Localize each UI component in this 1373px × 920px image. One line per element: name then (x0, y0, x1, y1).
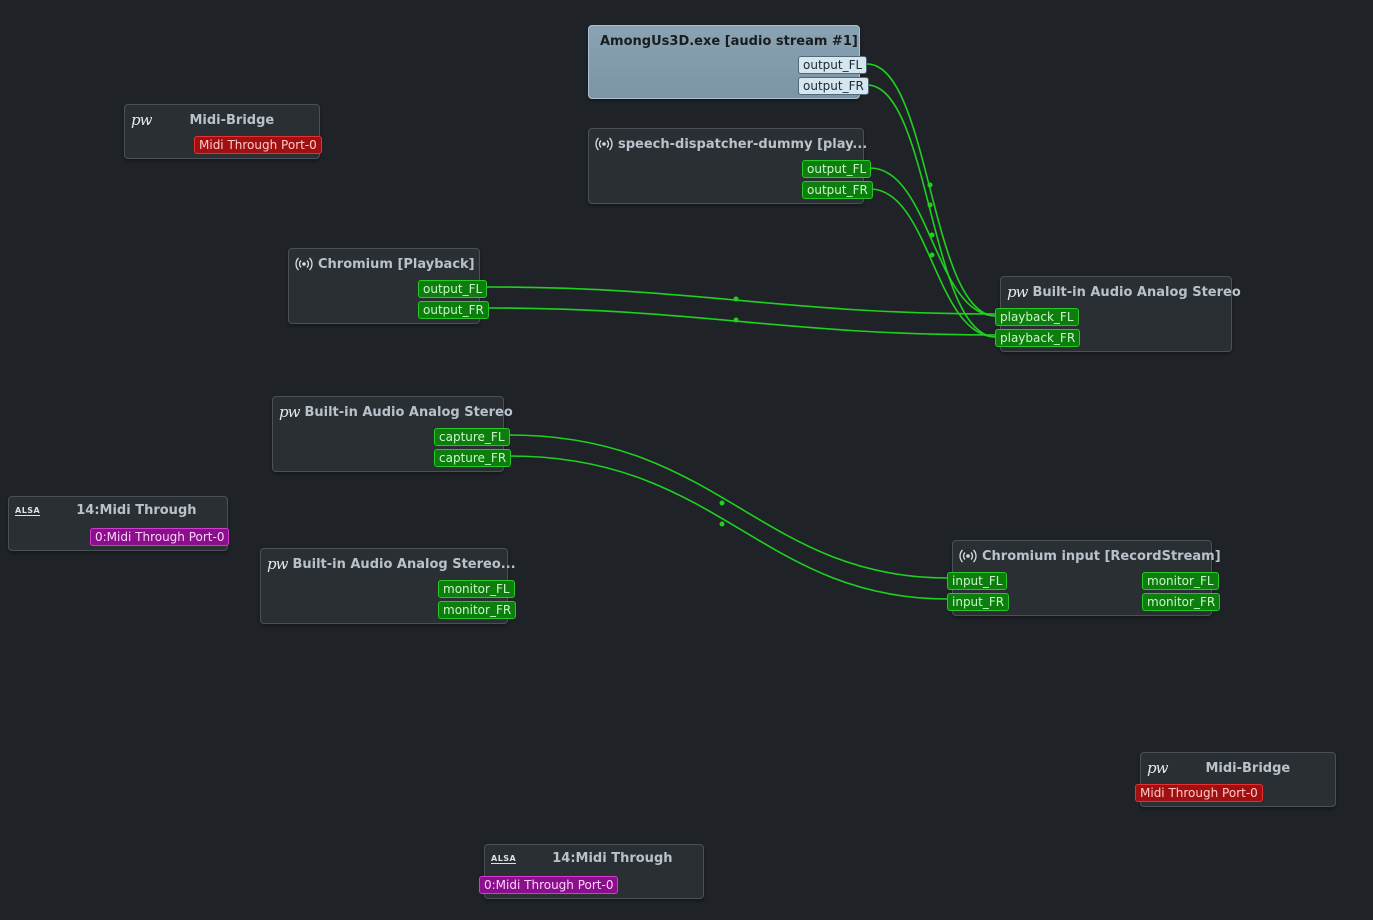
stream-icon (295, 257, 313, 271)
wire-speech-fr[interactable] (869, 188, 997, 338)
port-output-fl[interactable]: output_FL (418, 280, 488, 298)
wire-among-us-fl[interactable] (866, 63, 997, 317)
node-header: pw Midi-Bridge (1147, 759, 1329, 777)
node-title: Chromium input [RecordStream] (982, 548, 1221, 564)
node-builtin-audio-source[interactable]: pw Built-in Audio Analog Stereo capture_… (272, 396, 513, 472)
port-monitor-fr[interactable]: monitor_FR (1142, 593, 1221, 611)
node-title: speech-dispatcher-dummy [play... (618, 136, 868, 152)
node-alsa-midi-through[interactable]: ALSA 14:Midi Through 0:Midi Through Port… (479, 844, 704, 899)
node-title: AmongUs3D.exe [audio stream #1] (600, 33, 858, 49)
alsa-icon: ALSA (491, 853, 517, 864)
node-builtin-audio-sink[interactable]: pw Built-in Audio Analog Stereo playback… (995, 276, 1241, 352)
pipewire-icon: pw (131, 111, 152, 129)
node-alsa-midi-through[interactable]: ALSA 14:Midi Through 0:Midi Through Port… (8, 496, 230, 551)
node-title: Midi-Bridge (1205, 760, 1291, 776)
node-header: pw Built-in Audio Analog Stereo... (267, 555, 516, 573)
node-header: pw Built-in Audio Analog Stereo (1007, 283, 1241, 301)
port-output-fl[interactable]: output_FL (802, 160, 872, 178)
port-output-fl[interactable]: output_FL (798, 56, 868, 74)
port-capture-fl[interactable]: capture_FL (434, 428, 510, 446)
node-header: ALSA 14:Midi Through (491, 851, 697, 866)
node-header: speech-dispatcher-dummy [play... (595, 135, 867, 153)
port-monitor-fl[interactable]: monitor_FL (438, 580, 515, 598)
pipewire-icon: pw (1147, 759, 1168, 777)
port-monitor-fr[interactable]: monitor_FR (438, 601, 517, 619)
node-header: Chromium input [RecordStream] (959, 547, 1221, 565)
node-header: ALSA 14:Midi Through (15, 503, 221, 518)
node-header: pw Built-in Audio Analog Stereo (279, 403, 513, 421)
node-title: 14:Midi Through (76, 503, 197, 518)
node-title: Built-in Audio Analog Stereo (1032, 284, 1241, 300)
pipewire-icon: pw (1007, 283, 1028, 301)
node-title: Chromium [Playback] (318, 256, 475, 272)
wire-capture-fl[interactable] (509, 434, 949, 579)
port-midi-through[interactable]: 0:Midi Through Port-0 (90, 528, 230, 546)
pipewire-icon: pw (267, 555, 288, 573)
wire-chromium-fl[interactable] (485, 286, 997, 315)
pipewire-icon: pw (279, 403, 300, 421)
stream-icon (959, 549, 977, 563)
port-input-fr[interactable]: input_FR (947, 593, 1010, 611)
node-title: Built-in Audio Analog Stereo... (292, 556, 516, 572)
node-amongus3d[interactable]: AmongUs3D.exe [audio stream #1] output_F… (588, 25, 869, 99)
port-input-fl[interactable]: input_FL (947, 572, 1008, 590)
port-output-fr[interactable]: output_FR (802, 181, 873, 199)
wire-speech-fl[interactable] (869, 167, 997, 317)
node-chromium-playback[interactable]: Chromium [Playback] output_FL output_FR (288, 248, 489, 324)
node-builtin-audio-monitor[interactable]: pw Built-in Audio Analog Stereo... monit… (260, 548, 517, 624)
alsa-icon: ALSA (15, 505, 41, 516)
node-chromium-input[interactable]: Chromium input [RecordStream] input_FL i… (947, 540, 1221, 616)
node-title: 14:Midi Through (552, 851, 673, 866)
node-title: Built-in Audio Analog Stereo (304, 404, 513, 420)
port-monitor-fl[interactable]: monitor_FL (1142, 572, 1219, 590)
node-header: pw Midi-Bridge (131, 111, 313, 129)
port-capture-fr[interactable]: capture_FR (434, 449, 512, 467)
port-midi-through[interactable]: Midi Through Port-0 (1135, 784, 1263, 802)
port-midi-through[interactable]: Midi Through Port-0 (194, 136, 322, 154)
wire-chromium-fr[interactable] (485, 307, 997, 336)
node-midi-bridge[interactable]: pw Midi-Bridge Midi Through Port-0 (124, 104, 322, 159)
port-playback-fl[interactable]: playback_FL (995, 308, 1079, 326)
node-header: AmongUs3D.exe [audio stream #1] (595, 32, 858, 50)
node-speech-dispatcher[interactable]: speech-dispatcher-dummy [play... output_… (588, 128, 873, 204)
port-playback-fr[interactable]: playback_FR (995, 329, 1081, 347)
node-title: Midi-Bridge (189, 112, 275, 128)
wire-among-us-fr[interactable] (866, 84, 997, 338)
port-output-fr[interactable]: output_FR (798, 77, 869, 95)
node-header: Chromium [Playback] (295, 255, 475, 273)
port-output-fr[interactable]: output_FR (418, 301, 489, 319)
wire-capture-fr[interactable] (509, 455, 949, 600)
node-midi-bridge[interactable]: pw Midi-Bridge Midi Through Port-0 (1135, 752, 1336, 807)
port-midi-through[interactable]: 0:Midi Through Port-0 (479, 876, 619, 894)
stream-icon (595, 137, 613, 151)
